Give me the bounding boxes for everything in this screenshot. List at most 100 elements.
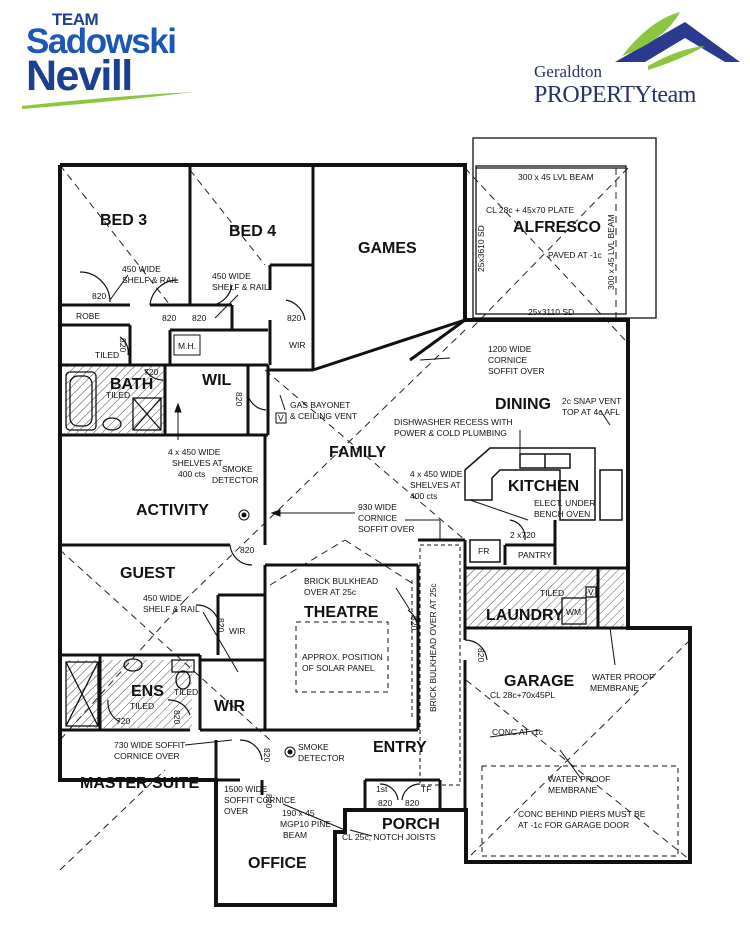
note-guest-shelf-1: 450 WIDE [143,593,182,603]
room-activity-label: ACTIVITY [136,502,209,519]
note-cornice1-1: 1200 WIDE [488,344,532,354]
note-soff2-2: SOFFIT CORNICE [224,795,296,805]
room-bath-label: BATH [110,376,153,393]
door-width-garage: 820 [476,648,486,662]
door-width-ens-wc: 820 [172,710,182,724]
logo-property-team-text: PROPERTYteam [534,82,696,109]
note-conc: CONC AT -1c [492,727,544,737]
room-porch-label: PORCH [382,816,440,833]
note-cornice1-2: CORNICE [488,355,528,365]
room-wil-label: WIL [202,372,232,389]
note-gas-2: & CEILING VENT [290,411,357,421]
plan-notes: 300 x 45 LVL BEAM CL 28c + 45x70 PLATE P… [114,172,654,842]
room-bed3-label: BED 3 [100,212,147,229]
note-beam-top: 300 x 45 LVL BEAM [518,172,594,182]
logo-team-word: team [651,82,696,108]
note-wil-shelf-1: 4 x 450 WIDE [168,447,221,457]
room-entry-label: ENTRY [373,739,427,756]
door-width-labels: 820 820 820 820 820 720 820 820 820 820 … [92,291,536,808]
door-width-bed3-robe: 820 [92,291,106,301]
note-cornice1-3: SOFFIT OVER [488,366,545,376]
room-theatre-label: THEATRE [304,604,379,621]
room-kitchen-label: KITCHEN [508,478,579,495]
bulkhead-lines [411,544,461,786]
note-dish-1: DISHWASHER RECESS WITH [394,417,513,427]
note-water1-2: MEMBRANE [590,683,639,693]
note-solar-1: APPROX. POSITION [302,652,383,662]
note-cl28: CL 28c+70x45PL [490,690,555,700]
note-soffit-2: CORNICE OVER [114,751,180,761]
door-width-ens: 720 [116,716,130,726]
note-cornice2-2: CORNICE [358,513,398,523]
vent-label-2: V [588,587,594,597]
annotation-arrows [109,274,616,837]
note-water2-1: WATER PROOF [548,774,610,784]
note-brick1-2: OVER AT 25c [304,587,357,597]
note-plate: CL 28c + 45x70 PLATE [486,205,574,215]
note-sd-left: 25x3610 SD [476,225,486,272]
note-smoke1-2: DETECTOR [212,475,259,485]
note-notch: CL 25c, NOTCH JOISTS [342,832,436,842]
team-sadowski-nevill-logo: TEAM Sadowski Nevill [12,10,202,109]
solar-panel-outline [295,621,389,693]
note-mgp-3: BEAM [283,830,307,840]
room-alfresco-label: ALFRESCO [513,219,601,236]
door-width-guest-wir: 820 [216,618,226,632]
room-games-label: GAMES [358,240,417,257]
logo-geraldton-text: Geraldton [534,62,602,81]
note-bed3-shelf-2: SHELF & RAIL [122,275,179,285]
room-office-label: OFFICE [248,855,307,872]
first-step-label: 1st [376,784,388,794]
note-sd-bottom: 25x3110 SD [528,307,574,317]
note-smoke2-1: SMOKE [298,742,329,752]
door-width-bath-wc: 820 [118,338,128,352]
note-water1-1: WATER PROOF [592,672,654,682]
note-elect-1: ELECT. UNDER [534,498,595,508]
door-width-theatre: 820 [409,616,419,630]
note-solar-2: OF SOLAR PANEL [302,663,375,673]
note-wil-shelf-2: SHELVES AT [172,458,223,468]
smoke-detectors [238,509,296,758]
room-family-label: FAMILY [329,444,387,461]
note-soffit-1: 730 WIDE SOFFIT [114,740,185,750]
room-wir-label: WIR [214,698,246,715]
door-width-bed3: 820 [162,313,176,323]
note-elect-2: BENCH OVEN [534,509,590,519]
note-bed4-shelf-1: 450 WIDE [212,271,251,281]
note-paved: PAVED AT -1c [548,250,602,260]
note-wil-shelf-3: 400 cts [178,469,205,479]
note-guest-shelf-2: SHELF & RAIL [143,604,200,614]
door-width-activity: 820 [240,545,254,555]
fridge-label: FR [478,546,489,556]
door-width-wil: 820 [234,392,244,406]
note-soff2-1: 1500 WIDE [224,784,268,794]
note-water2-2: MEMBRANE [548,785,597,795]
vent-label-1: V [278,413,284,423]
interior-walls [60,165,628,812]
door-width-entry-1: 820 [378,798,392,808]
ens-wc-tiled-label: TILED [174,687,198,697]
note-gas-1: GAS BAYONET [290,400,350,410]
note-bed4-shelf-2: SHELF & RAIL [212,282,269,292]
pantry-label: PANTRY [518,550,552,560]
garage-door-outline [481,765,679,857]
door-width-bed4-wir: 820 [287,313,301,323]
room-bed4-label: BED 4 [229,223,276,240]
door-width-bed4: 820 [192,313,206,323]
note-brick2: BRICK BULKHEAD OVER AT 25c [428,583,438,712]
logo-sadowski-text: Sadowski [26,22,177,61]
logo-property-word: PROPERTY [534,82,652,108]
note-cornice2-3: SOFFIT OVER [358,524,415,534]
note-snap-1: 2c SNAP VENT [562,396,621,406]
note-mgp-2: MGP10 PINE [280,819,331,829]
manhole-label: M.H. [178,341,196,351]
note-brick1-1: BRICK BULKHEAD [304,576,378,586]
house-roof-leaf-icon [615,12,740,70]
note-kit-shelf-1: 4 x 450 WIDE [410,469,463,479]
room-laundry-label: LAUNDRY [486,607,564,624]
bath-fixtures [65,371,195,727]
ensuite-tiled-area [66,660,192,728]
logo-nevill-text: Nevill [26,52,133,100]
room-guest-label: GUEST [120,565,175,582]
